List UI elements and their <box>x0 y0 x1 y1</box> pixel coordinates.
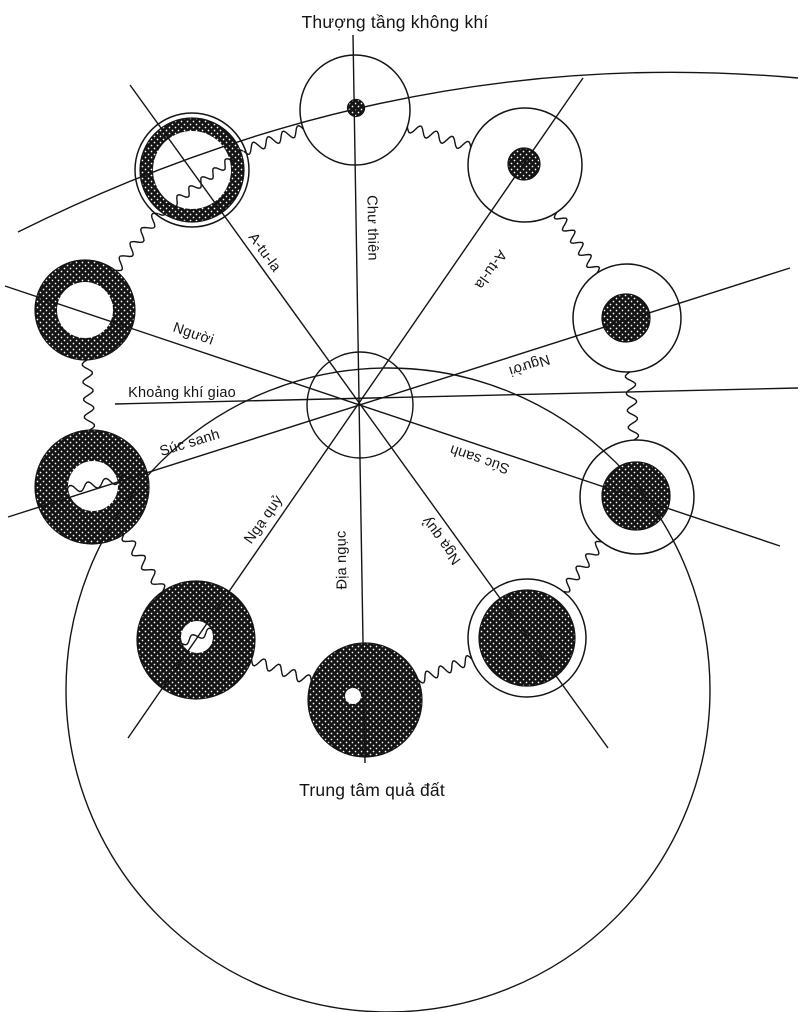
realm-circle-a-tu-la-right <box>467 107 583 223</box>
realm-circle-nguoi-left <box>34 259 136 361</box>
wavy-connector <box>121 533 166 592</box>
axis-lines <box>4 34 799 764</box>
wavy-connector <box>180 627 215 646</box>
axis-a-tu-la-nga-quy <box>127 77 584 739</box>
wavy-connector <box>57 474 129 496</box>
wavy-connector <box>250 658 312 683</box>
axis-khoang-khi-giao <box>114 387 799 405</box>
realm-circle-nguoi-right <box>572 263 682 373</box>
wavy-connector <box>406 125 472 150</box>
earth-circle <box>65 367 711 1012</box>
upper-atmosphere-arc <box>17 71 799 233</box>
dia-nguc-hole <box>345 688 361 704</box>
wavy-connectors <box>57 124 640 684</box>
nga-quy-right-core <box>478 589 576 687</box>
realm-circle-nga-quy-right <box>467 578 587 698</box>
title-upper-atmosphere: Thượng tầng không khí <box>302 12 489 32</box>
nguoi-right-core <box>601 293 651 343</box>
suc-sanh-right-core <box>601 461 671 531</box>
wavy-connector <box>563 540 603 593</box>
label-dia-nguc: Địa ngục <box>333 531 350 590</box>
axis-nga-quy-a-tu-la <box>129 84 609 749</box>
label-khoang-khi-giao: Khoảng khí giao <box>128 385 236 401</box>
wavy-connector <box>624 371 640 441</box>
realm-circle-suc-sanh-left <box>34 429 150 545</box>
nguoi-left-hole <box>57 282 113 338</box>
label-nga-quy-left: Ngạ quỷ <box>241 492 286 547</box>
wavy-connector <box>243 124 304 156</box>
label-a-tu-la-right: A-tu-la <box>471 247 510 293</box>
axis-chu-thien-dia-nguc <box>352 34 366 764</box>
axis-nguoi-suc-sanh <box>7 267 791 518</box>
wavy-connector <box>115 212 159 272</box>
axis-suc-sanh-nguoi <box>4 285 781 547</box>
label-earth-center: Trung tâm quả đất <box>299 780 445 800</box>
label-suc-sanh-right: Súc sanh <box>448 441 512 476</box>
realm-circles <box>34 54 695 758</box>
label-suc-sanh-left: Súc sanh <box>158 426 222 459</box>
chu-thien-core <box>346 98 366 118</box>
wavy-connector <box>81 359 96 431</box>
suc-sanh-left-hole <box>68 461 118 511</box>
label-nguoi-right: Người <box>507 351 552 379</box>
wavy-connector <box>417 654 473 684</box>
wavy-connector <box>553 212 601 274</box>
wavy-connector <box>158 149 244 216</box>
realm-circle-suc-sanh-right <box>579 439 695 555</box>
center-circle <box>306 351 414 459</box>
label-chu-thien: Chư thiên <box>363 195 380 261</box>
realm-circle-chu-thien <box>299 54 411 166</box>
